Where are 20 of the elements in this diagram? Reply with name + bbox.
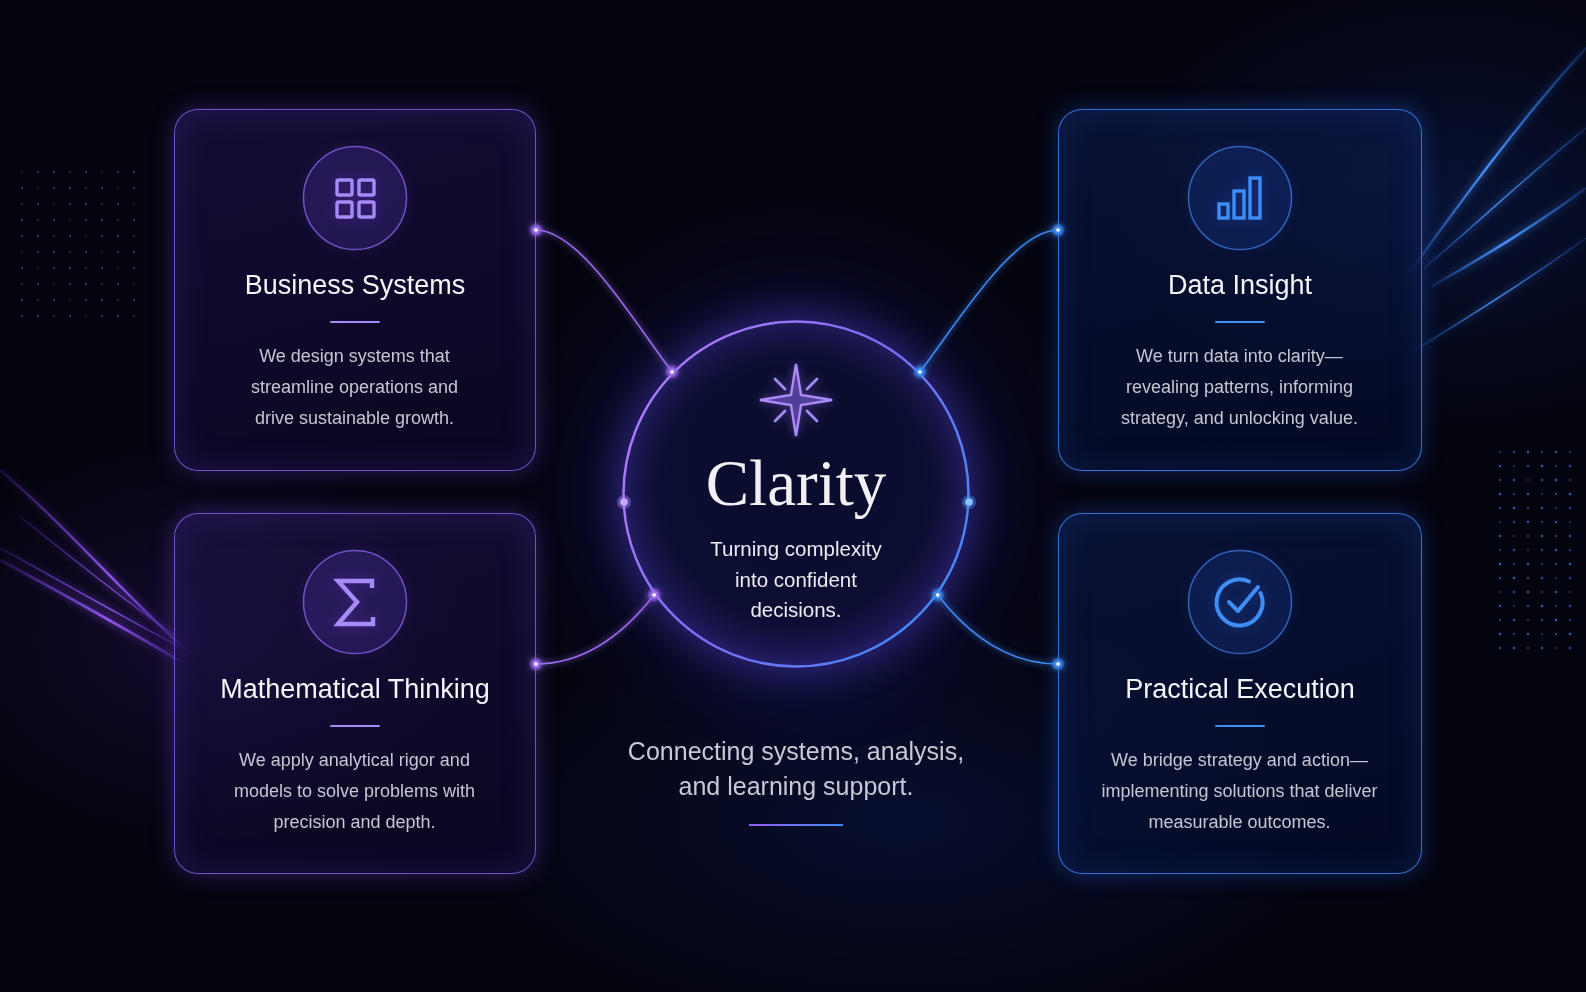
- hub-circle: [622, 320, 970, 668]
- feature-card: [1058, 513, 1422, 874]
- tagline: Connecting systems, analysis, and learning support.: [626, 736, 966, 802]
- feature-card: [174, 109, 536, 471]
- connector-line: [913, 223, 1065, 379]
- hub-title: Clarity: [705, 448, 887, 518]
- card-title: Practical Execution: [1125, 673, 1355, 706]
- connector-line: [529, 588, 661, 671]
- card-title: Data Insight: [1167, 269, 1313, 302]
- feature-card: [1058, 109, 1422, 471]
- card-title: Mathematical Thinking: [220, 673, 490, 706]
- card-description: We bridge strategy and action— implementing solutions that deliver measurable outcomes.: [1100, 749, 1379, 834]
- hub-subtitle: Turning complexity into confident decisions.: [709, 536, 883, 623]
- feature-card: [174, 513, 536, 874]
- card-description: We design systems that streamline operations and drive sustainable growth.: [249, 345, 460, 430]
- connector-line: [529, 223, 679, 379]
- card-description: We turn data into clarity— revealing patterns, informing strategy, and unlocking value.: [1120, 345, 1359, 430]
- connector-line: [931, 588, 1065, 671]
- card-title: Business Systems: [244, 269, 466, 302]
- card-description: We apply analytical rigor and models to solve problems with precision and depth.: [232, 749, 477, 834]
